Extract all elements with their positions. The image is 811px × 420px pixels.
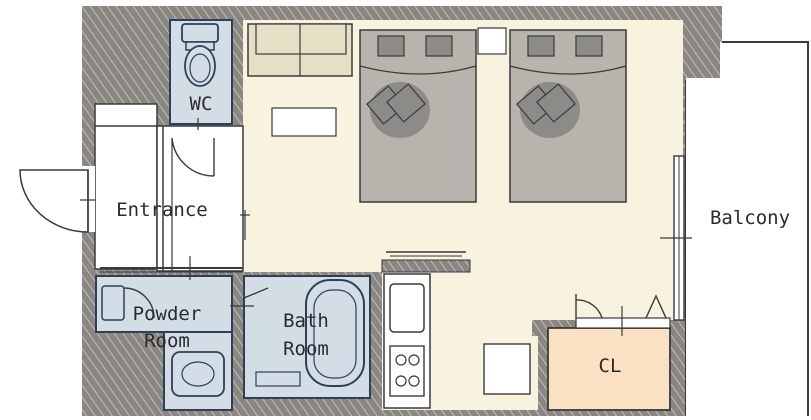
side-table	[477, 27, 507, 55]
bathtub-icon	[305, 279, 365, 387]
closet: CL	[547, 294, 671, 411]
sink-icon	[171, 351, 225, 397]
double-bed-icon	[359, 29, 477, 203]
stove-icon	[389, 345, 425, 397]
sink-icon	[389, 283, 425, 333]
sofa-icon	[247, 23, 353, 77]
entrance-label: Entrance	[116, 199, 208, 221]
bath-room-label-line2: Room	[283, 338, 329, 360]
powder-room-label-line2: Room	[144, 330, 190, 352]
balcony-label: Balcony	[710, 207, 790, 229]
bath-room-label-line1: Bath	[283, 310, 329, 332]
rug	[271, 107, 337, 137]
entrance-door-swing-icon	[18, 166, 95, 233]
powder-room-label-line1: Powder	[133, 303, 202, 325]
powder-room: Powder Room	[95, 275, 233, 411]
kitchen-counter	[383, 273, 431, 409]
double-bed-icon	[509, 29, 627, 203]
balcony	[685, 41, 809, 416]
wc-room: WC	[169, 19, 233, 177]
entrance-area	[94, 103, 244, 273]
fridge	[483, 343, 531, 395]
reference-marks	[80, 118, 692, 336]
toilet-icon	[181, 23, 219, 87]
partition-shelf	[381, 251, 471, 273]
wc-label: WC	[190, 93, 213, 115]
bath-room: Bath Room	[243, 275, 371, 399]
closet-label: CL	[599, 355, 622, 377]
